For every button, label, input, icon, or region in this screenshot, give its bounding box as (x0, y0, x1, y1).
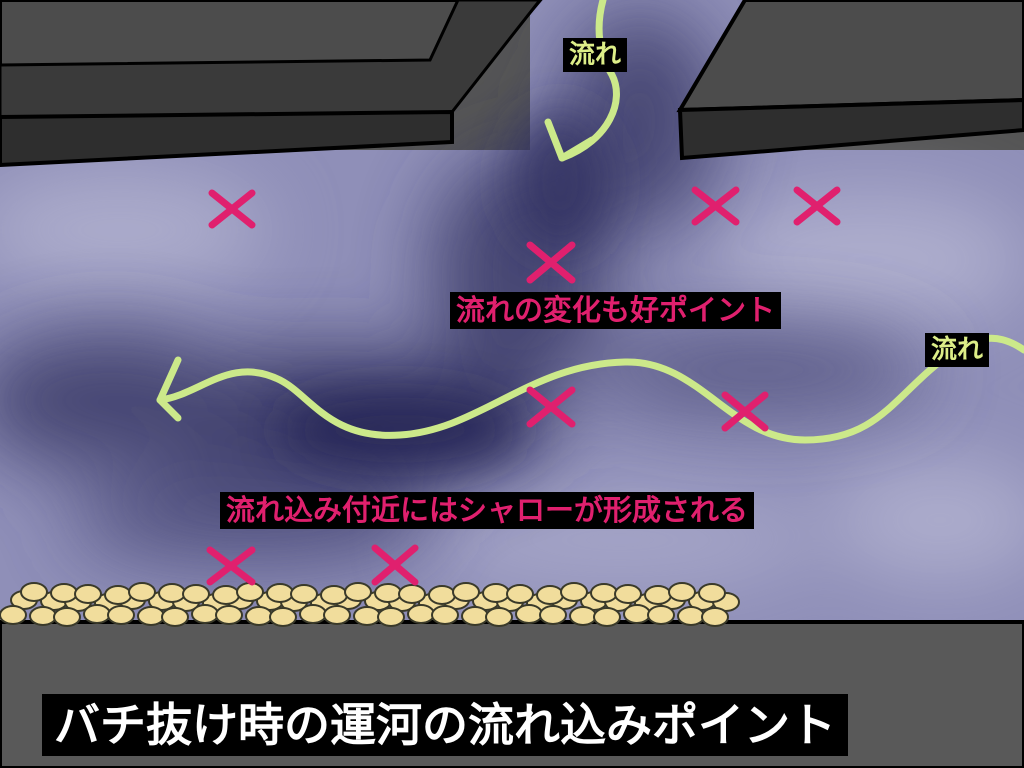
rock (398, 584, 426, 604)
rock (614, 584, 642, 604)
rock (158, 583, 186, 603)
rock (647, 605, 675, 625)
rock (74, 584, 102, 604)
rock (269, 607, 297, 627)
rock (20, 582, 48, 602)
rock (593, 607, 621, 627)
rock (560, 582, 588, 602)
rock (323, 605, 351, 625)
rock (374, 583, 402, 603)
rock (29, 606, 57, 626)
rock (83, 604, 111, 624)
rock (677, 606, 705, 626)
rock (107, 605, 135, 625)
x-mark (371, 544, 419, 586)
rock (407, 604, 435, 624)
x-mark (691, 186, 740, 226)
rock (215, 605, 243, 625)
rock (266, 583, 294, 603)
flow-label-main: 流れ (925, 333, 990, 367)
page-title: バチ抜け時の運河の流れ込みポイント (42, 694, 848, 756)
bank-upper-right (676, 0, 1024, 113)
rock (377, 607, 405, 627)
rock (0, 605, 27, 625)
arrowhead-inlet (544, 118, 596, 162)
rock (191, 604, 219, 624)
rock (137, 606, 165, 626)
arrowhead-main (156, 356, 182, 422)
rock (320, 585, 348, 605)
rock (104, 585, 132, 605)
rock (353, 606, 381, 626)
rock (623, 604, 651, 624)
flow-change-caption: 流れの変化も好ポイント (450, 292, 782, 329)
x-mark (526, 241, 576, 284)
rock (344, 582, 372, 602)
x-mark (206, 546, 256, 586)
rock (536, 585, 564, 605)
rock (452, 582, 480, 602)
flow-arrows (156, 0, 1024, 444)
rock (569, 606, 597, 626)
rock (212, 585, 240, 605)
flow-label-inlet: 流れ (563, 38, 628, 72)
rock (701, 607, 729, 627)
rock (428, 585, 456, 605)
rock (53, 607, 81, 627)
rock (698, 583, 726, 603)
x-mark (793, 186, 841, 226)
rock (431, 605, 459, 625)
rock (128, 582, 156, 602)
rock (668, 582, 696, 602)
rock (290, 584, 318, 604)
rock (161, 607, 189, 627)
rock (515, 604, 543, 624)
x-mark (208, 189, 256, 229)
rock (644, 585, 672, 605)
point-marks (206, 186, 841, 586)
rock (485, 607, 513, 627)
rock (539, 605, 567, 625)
rock (461, 606, 489, 626)
shallow-rocks (0, 582, 740, 627)
rock (182, 584, 210, 604)
rock (245, 606, 273, 626)
rock (590, 583, 618, 603)
rock (299, 604, 327, 624)
x-mark (526, 386, 576, 428)
shallow-caption: 流れ込み付近にはシャローが形成される (220, 492, 755, 529)
rock (482, 583, 510, 603)
rock (50, 583, 78, 603)
rock (236, 582, 264, 602)
flow-arrow-main (156, 334, 1024, 444)
rock (506, 584, 534, 604)
x-mark (721, 391, 769, 432)
